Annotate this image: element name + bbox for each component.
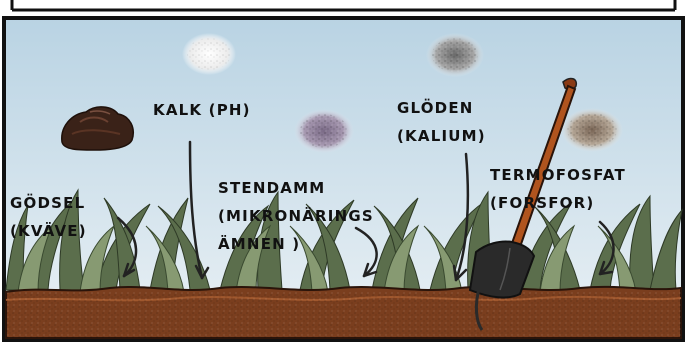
lime-powder-icon	[182, 33, 236, 75]
label-godsel-line1: GÖDSEL	[10, 196, 87, 211]
label-termofosfat-line1: TERMOFOSFAT	[490, 168, 626, 183]
label-stendamm-line2: (MIKRONÄRINGS	[218, 209, 374, 224]
label-godsel-line2: (KVÄVE)	[10, 224, 87, 239]
label-gloden-line2: (KALIUM)	[397, 129, 486, 144]
label-termofosfat-line2: (FORSFOR)	[490, 196, 626, 211]
label-godsel: GÖDSEL (KVÄVE)	[10, 196, 87, 239]
label-stendamm: STENDAMM (MIKRONÄRINGS ÄMNEN )	[218, 181, 374, 252]
ash-powder-icon	[426, 33, 484, 77]
rock-dust-powder-icon	[294, 109, 354, 153]
label-kalk: KALK (pH)	[153, 103, 251, 118]
phosphate-powder-icon	[561, 108, 623, 152]
label-gloden: GLÖDEN (KALIUM)	[397, 101, 486, 144]
soil	[6, 287, 681, 338]
label-kalk-line: KALK (pH)	[153, 103, 251, 118]
label-stendamm-line3: ÄMNEN )	[218, 237, 374, 252]
label-gloden-line1: GLÖDEN	[397, 101, 486, 116]
label-termofosfat: TERMOFOSFAT (FORSFOR)	[490, 168, 626, 211]
label-stendamm-line1: STENDAMM	[218, 181, 374, 196]
